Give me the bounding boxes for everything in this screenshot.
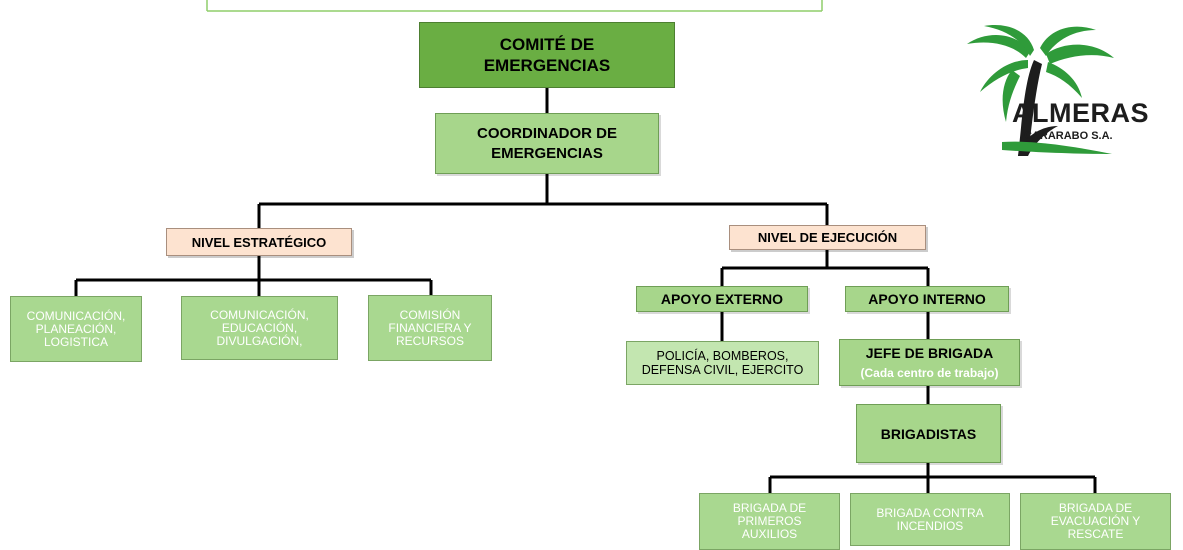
logo-subtitle: CARARABO S.A.	[1024, 130, 1113, 142]
node-brigada-evacuacion-rescate: BRIGADA DE EVACUACIÓN Y RESCATE	[1020, 493, 1171, 550]
jefe-de-brigada-note: (Cada centro de trabajo)	[860, 365, 999, 380]
palm-tree-icon	[967, 25, 1114, 156]
logo-name: ALMERAS	[1012, 98, 1149, 128]
node-brigada-contra-incendios: BRIGADA CONTRA INCENDIOS	[850, 493, 1010, 546]
node-comite-de-emergencias: COMITÉ DE EMERGENCIAS	[419, 22, 675, 88]
node-brigada-primeros-auxilios: BRIGADA DE PRIMEROS AUXILIOS	[699, 493, 840, 550]
node-policia-bomberos-defensa-ejercito: POLICÍA, BOMBEROS, DEFENSA CIVIL, EJERCI…	[626, 341, 819, 385]
node-coordinador-de-emergencias: COORDINADOR DE EMERGENCIAS	[435, 113, 659, 174]
node-jefe-de-brigada: JEFE DE BRIGADA (Cada centro de trabajo)	[839, 339, 1020, 386]
node-comunicacion-educacion-divulgacion: COMUNICACIÓN, EDUCACIÓN, DIVULGACIÓN,	[181, 296, 338, 360]
node-brigadistas: BRIGADISTAS	[856, 404, 1001, 463]
palmeras-logo	[967, 25, 1114, 156]
jefe-de-brigada-title: JEFE DE BRIGADA	[865, 344, 994, 361]
node-apoyo-externo: APOYO EXTERNO	[636, 286, 808, 312]
node-apoyo-interno: APOYO INTERNO	[845, 286, 1009, 312]
node-comision-financiera-recursos: COMISIÓN FINANCIERA Y RECURSOS	[368, 295, 492, 361]
node-comunicacion-planeacion-logistica: COMUNICACIÓN, PLANEACIÓN, LOGISTICA	[10, 296, 142, 362]
node-nivel-de-ejecucion: NIVEL DE EJECUCIÓN	[729, 225, 926, 250]
node-nivel-estrategico: NIVEL ESTRATÉGICO	[166, 228, 352, 256]
